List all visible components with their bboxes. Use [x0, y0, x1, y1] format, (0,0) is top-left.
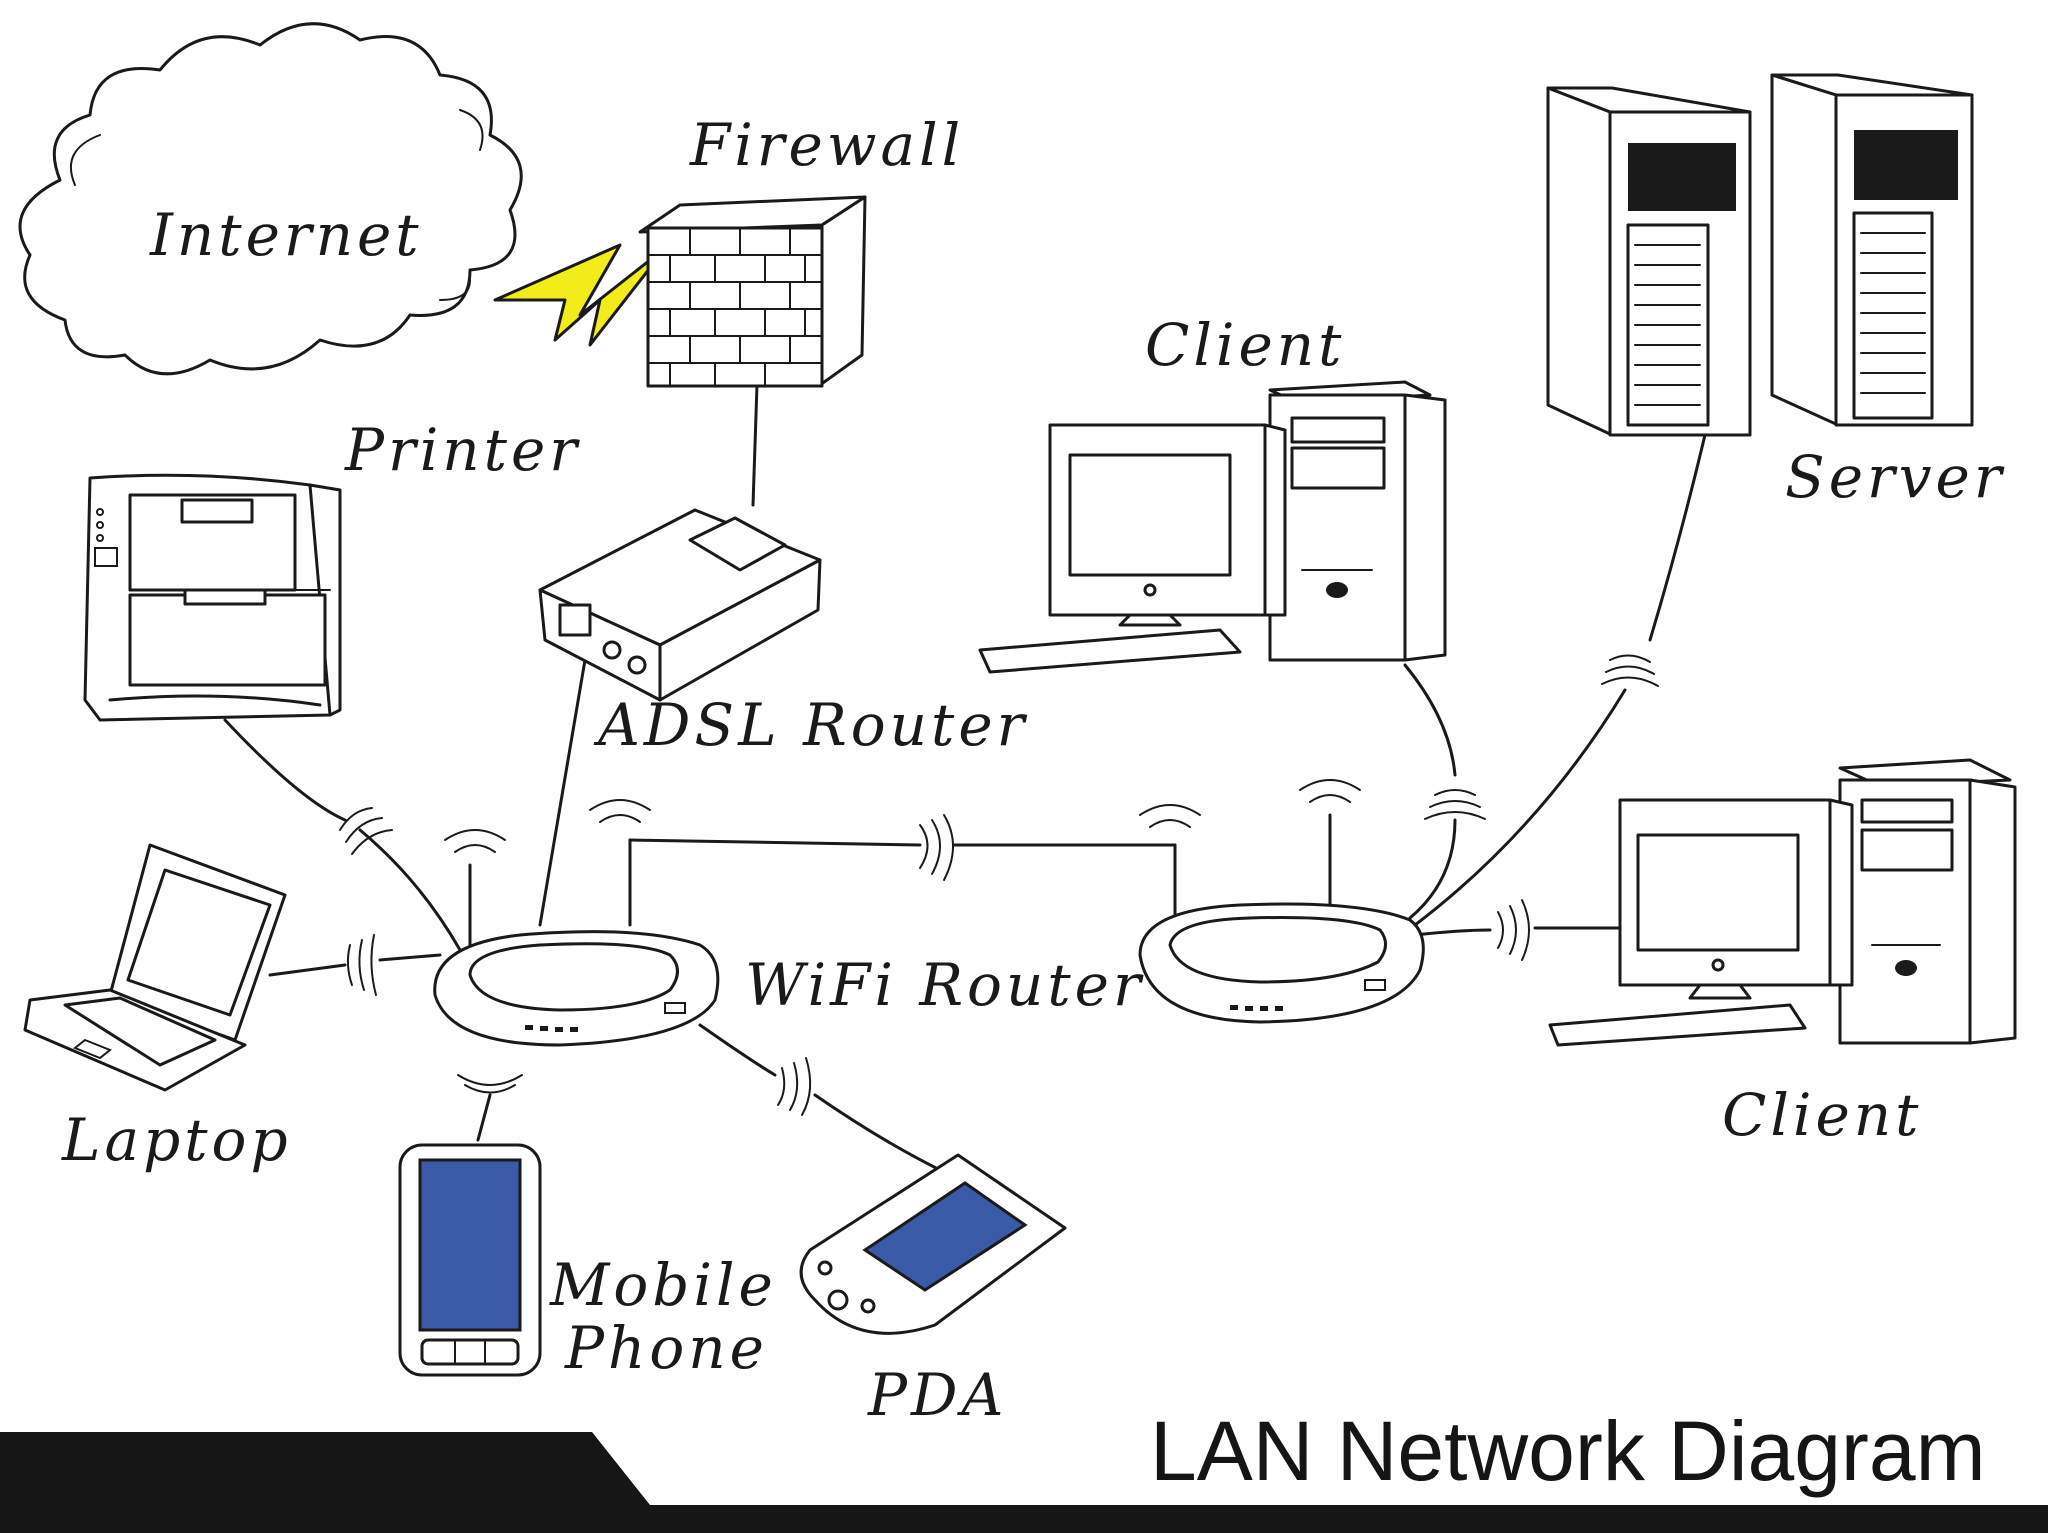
client-right-label: Client	[1722, 1081, 1922, 1149]
mobile-phone-label-line1: Mobile	[549, 1251, 777, 1319]
wifi-router-label: WiFi Router	[745, 951, 1145, 1019]
firewall-icon	[638, 195, 867, 388]
adsl-router-label: ADSL Router	[593, 691, 1028, 759]
client-top-label: Client	[1145, 311, 1345, 379]
internet-cloud: Internet	[18, 22, 523, 376]
laptop-label: Laptop	[61, 1106, 292, 1174]
link-wifi2-clientright	[1413, 926, 1622, 937]
client-right-computer-icon	[1548, 758, 2017, 1047]
wifi-router-1-icon	[433, 838, 720, 1047]
footer-bar	[0, 1432, 2048, 1533]
link-clienttop-wifi2	[1403, 663, 1457, 920]
link-wifi-wifi	[628, 838, 1177, 847]
firewall-label: Firewall	[689, 111, 964, 179]
link-server-wifi2	[1413, 433, 1707, 927]
mobile-phone-icon	[398, 1143, 542, 1377]
lightning-icon	[493, 243, 662, 347]
pda-icon	[799, 1153, 1067, 1335]
link-printer-wifi	[223, 718, 462, 952]
link-wifi-mobile	[476, 1093, 492, 1142]
link-wifi-pda	[698, 1023, 942, 1172]
link-laptop-wifi	[268, 953, 442, 977]
server-label: Server	[1785, 443, 2006, 511]
connections	[223, 383, 1707, 1172]
signal-arcs	[339, 654, 1659, 1116]
client-top-computer-icon	[978, 380, 1447, 674]
printer-icon	[83, 473, 342, 722]
link-firewall-adsl	[751, 383, 759, 507]
diagram-title: LAN Network Diagram	[1150, 1404, 1986, 1498]
adsl-router-icon	[538, 508, 822, 702]
mobile-phone-label-line2: Phone	[564, 1314, 768, 1382]
server-icon	[1546, 73, 1974, 437]
laptop-icon	[23, 843, 287, 1092]
printer-label: Printer	[344, 416, 581, 484]
internet-label: Internet	[149, 201, 423, 269]
pda-label: PDA	[867, 1361, 1007, 1429]
wifi-router-2-icon	[1138, 813, 1425, 1024]
link-adsl-wifi	[538, 658, 587, 927]
